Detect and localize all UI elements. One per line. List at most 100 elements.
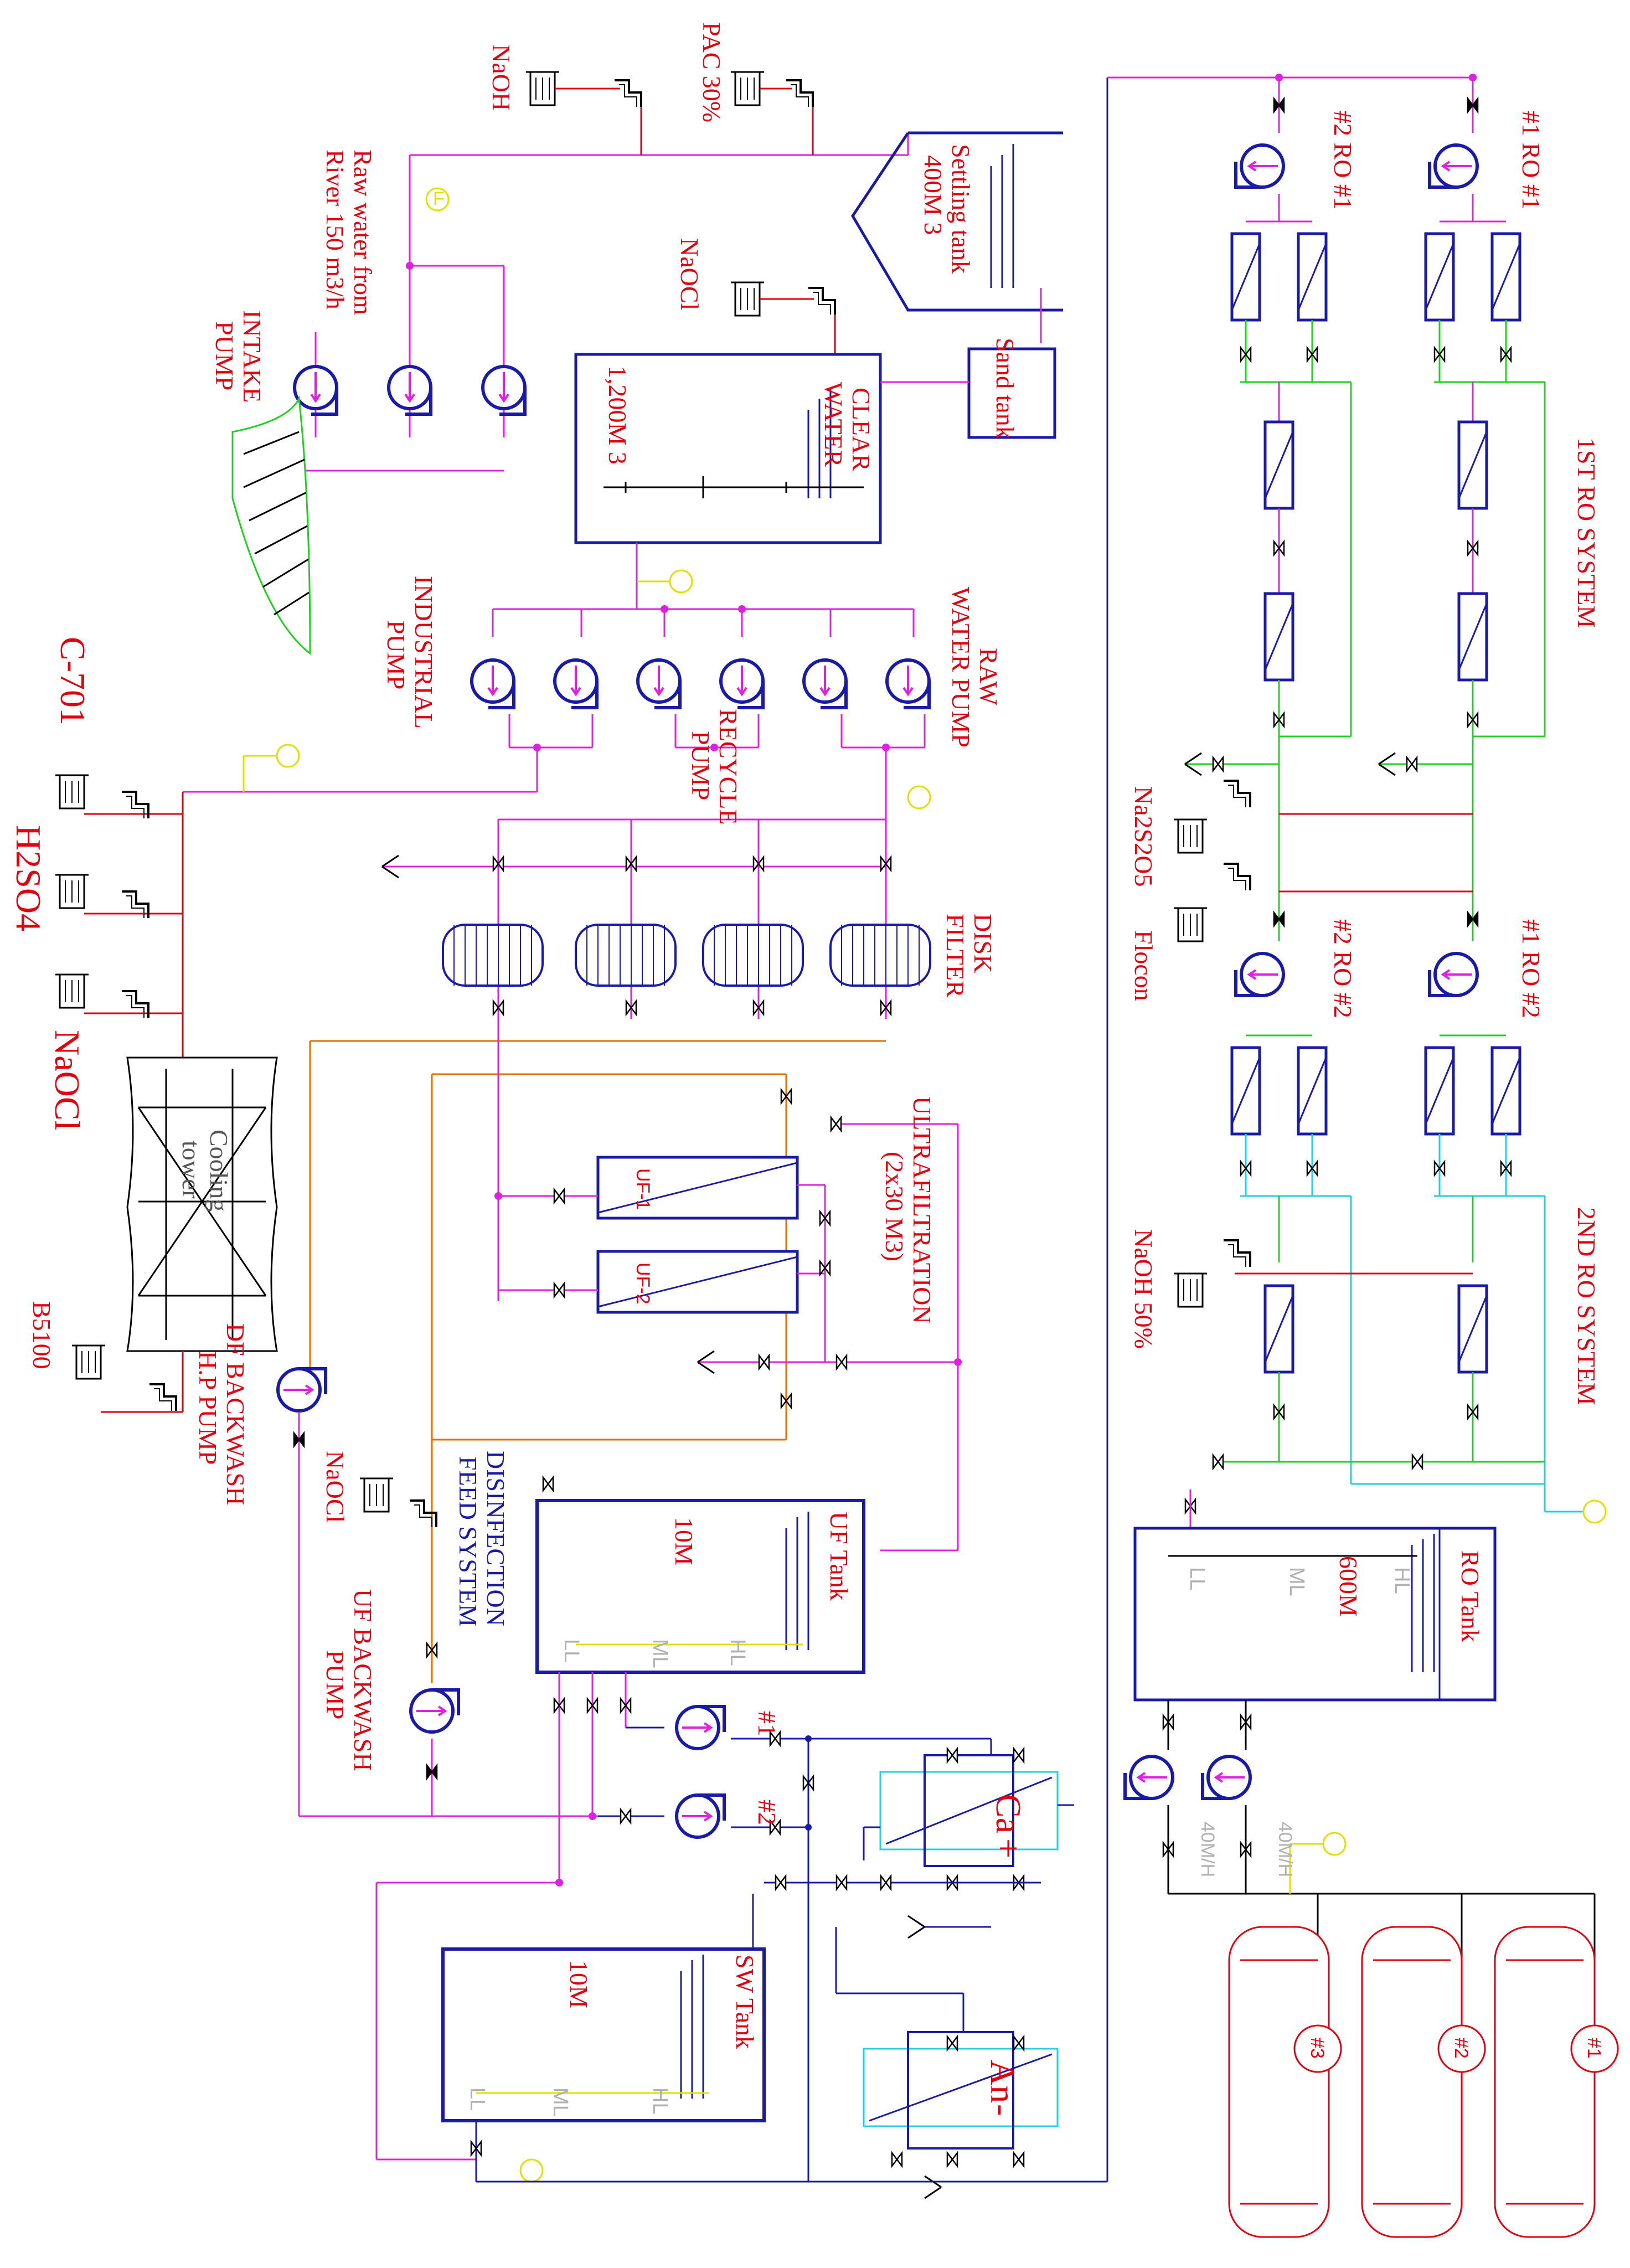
intake-pump-2[interactable] <box>389 367 431 414</box>
ro-tank-section: HL ML LL 40M/H 40M/H <box>1125 1527 1595 1895</box>
naocl-mid-drum <box>359 1477 394 1513</box>
b5100-pump <box>148 1383 177 1412</box>
label-industrial-pump-2: PUMP <box>382 620 410 689</box>
flow-indicator-clear <box>669 569 693 594</box>
label-tank-1: #1 <box>1583 2038 1605 2059</box>
river-bank <box>231 395 311 656</box>
b5100-drum <box>71 1344 106 1380</box>
ro1-stage1-module-b <box>1492 234 1520 320</box>
second-ro-system <box>1173 911 1607 1528</box>
raw-water-pump-2[interactable] <box>887 660 929 708</box>
ro2-stage2-module-c <box>1265 1286 1293 1372</box>
uf-tank-hl: HL <box>726 1639 749 1666</box>
ro-product-pump-1[interactable] <box>1125 1756 1173 1798</box>
label-disinfection-2: FEED SYSTEM <box>454 1456 482 1627</box>
label-intake-pump-2: PUMP <box>210 321 239 390</box>
ro2-stage1-module-b <box>1298 234 1326 320</box>
label-industrial-pump: INDUSTRIAL <box>410 576 438 729</box>
label-pac: PAC 30% <box>698 22 726 122</box>
label-anion-sign: - <box>983 2104 1023 2116</box>
label-disk-filter-2: FILTER <box>941 914 969 998</box>
label-c701: C-701 <box>53 637 92 725</box>
label-uf-backwash-2: PUMP <box>321 1650 349 1719</box>
label-cation: Ca <box>989 1794 1028 1833</box>
label-raw-water-pump: RAW <box>974 648 1003 705</box>
flocon-drum <box>1173 907 1208 942</box>
label-naocl-left: NaOCl <box>48 1030 87 1130</box>
ro-tank-ll: LL <box>1185 1567 1209 1590</box>
label-ro-tank-volume: 600M <box>1334 1556 1363 1617</box>
ultrafiltration-section <box>494 1089 962 1551</box>
sw-tank-hl: HL <box>648 2087 672 2115</box>
disk-filters <box>309 818 931 1445</box>
storage-tank-2 <box>1361 1926 1463 2238</box>
ro1-stage1-module-d <box>1459 594 1487 680</box>
storage-tanks <box>1228 1894 1619 2238</box>
label-flocon: Flocon <box>1129 930 1158 1001</box>
transfer-pump-1[interactable] <box>677 1707 724 1749</box>
label-river: River 150 m3/h <box>321 150 349 310</box>
label-anion: An <box>983 2060 1023 2103</box>
disk-filter-2 <box>575 819 677 1019</box>
intake-pump-3[interactable] <box>483 367 525 414</box>
naoh50-pump <box>1222 1239 1251 1268</box>
label-ro1-stage2: #1 RO #2 <box>1517 919 1545 1018</box>
ro2-stage1-pump[interactable] <box>1236 145 1283 187</box>
industrial-pump-1[interactable] <box>472 660 514 708</box>
transfer-pump-2[interactable] <box>677 1795 724 1837</box>
clear-water-tank <box>574 353 882 544</box>
recycle-pump-2[interactable] <box>721 660 763 708</box>
uf-backwash-pump[interactable] <box>411 1690 458 1732</box>
label-disk-filter: DISK <box>969 914 997 973</box>
h2so4-drum <box>54 874 90 909</box>
ro-tank <box>1133 1527 1497 1702</box>
ro-tank-ml: ML <box>1285 1567 1308 1596</box>
label-ultrafiltration: ULTRAFILTRATION <box>908 1096 936 1324</box>
ro1-stage2-pump[interactable] <box>1430 953 1477 996</box>
flocon-pump <box>1222 863 1251 891</box>
sand-tank <box>967 347 1056 439</box>
ro1-stage1-module-c <box>1459 422 1487 508</box>
recycle-pump-1[interactable] <box>638 660 680 708</box>
ro2-stage2-pump[interactable] <box>1236 953 1283 996</box>
backwash-section <box>278 1369 598 1817</box>
label-uf-backwash: UF BACKWASH <box>349 1589 377 1771</box>
label-tank-3: #3 <box>1307 2038 1328 2059</box>
flow-indicator-ro <box>1582 1499 1607 1524</box>
label-ro-tank: RO Tank <box>1456 1550 1484 1642</box>
label-sw-tank-volume: 10M <box>565 1960 593 2008</box>
label-naocl-top: NaOCl <box>675 238 704 310</box>
label-second-ro-system: 2ND RO SYSTEM <box>1572 1207 1601 1405</box>
label-uf1: UF-1 <box>632 1168 653 1210</box>
flow-indicator-cooling <box>276 744 300 768</box>
label-pump1: #1 <box>753 1711 781 1736</box>
intake-pump-1[interactable] <box>295 367 337 414</box>
label-sw-tank: SW Tank <box>731 1955 759 2049</box>
label-naoh: NaOH <box>487 44 515 111</box>
industrial-pump-2[interactable] <box>555 660 597 708</box>
label-ultrafiltration-2: (2x30 M3) <box>880 1152 909 1261</box>
label-settling-tank: Settling tank <box>947 144 975 274</box>
raw-water-section: F <box>231 71 1063 656</box>
label-ro2-stage2: #2 RO #2 <box>1329 919 1357 1018</box>
uf-tank-ll: LL <box>560 1639 583 1662</box>
flow-rate-a: 40M/H <box>1197 1822 1218 1877</box>
ro-product-pump-2[interactable] <box>1203 1756 1250 1798</box>
label-na2s2o5: Na2S2O5 <box>1129 786 1158 886</box>
naoh-dosing-pump <box>613 79 642 108</box>
labels: NaOH PAC 30% Raw water from River 150 m3… <box>9 22 1605 2116</box>
label-uf2: UF-2 <box>632 1262 653 1305</box>
raw-water-pump-1[interactable] <box>804 660 846 708</box>
label-recycle-pump-2: PUMP <box>687 731 715 800</box>
flow-rate-b: 40M/H <box>1275 1822 1296 1877</box>
df-backwash-pump[interactable] <box>278 1369 326 1411</box>
pump-row <box>183 605 931 819</box>
ro1-stage1-pump[interactable] <box>1430 145 1477 187</box>
label-naoh50: NaOH 50% <box>1129 1229 1158 1349</box>
label-df-backwash-2: H.P PUMP <box>194 1351 222 1465</box>
ro2-stage1-module-a <box>1232 234 1260 320</box>
storage-tank-3 <box>1228 1926 1330 2238</box>
label-h2so4: H2SO4 <box>9 825 48 931</box>
ion-exchange-section <box>731 1731 1074 2199</box>
label-cation-sign: + <box>989 1838 1028 1858</box>
